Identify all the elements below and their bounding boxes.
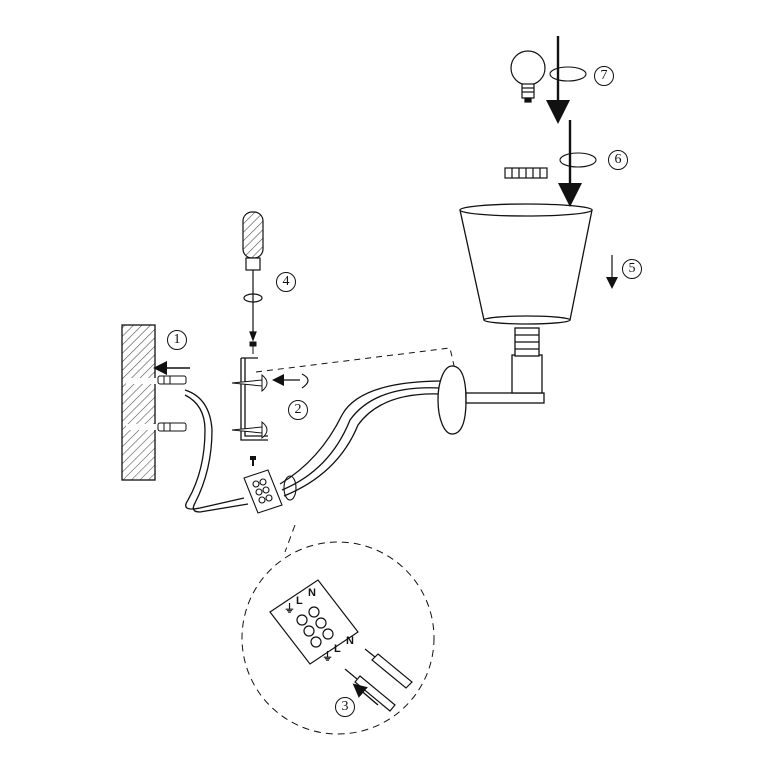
step-7-arrow	[546, 36, 587, 124]
wall	[121, 324, 156, 481]
line-mark: L	[296, 595, 303, 607]
step-5-label: 5	[622, 259, 642, 279]
wire-ends	[344, 648, 413, 712]
step-6-arrow	[558, 120, 597, 207]
earth-mark: ⏚	[322, 650, 333, 663]
power-cables	[184, 380, 441, 513]
step-7-label: 7	[594, 66, 614, 86]
wiring-detail-callout	[241, 524, 435, 735]
screw-icon	[249, 341, 257, 354]
neutral-mark: N	[346, 635, 354, 647]
wall-anchor-icon	[157, 375, 187, 432]
terminal-block-detail	[269, 579, 359, 665]
earth-mark: ⏚	[284, 602, 295, 615]
screw-icon	[231, 373, 268, 440]
light-bulb-icon	[510, 50, 546, 103]
terminal-marks-top: ⏚ L N	[284, 587, 316, 615]
lamp-shade-icon	[459, 203, 593, 325]
screw-icon	[250, 456, 256, 466]
shade-ring	[504, 167, 548, 179]
step-1-label: 1	[167, 330, 187, 350]
alignment-dashed-lines	[255, 347, 456, 373]
line-mark: L	[334, 643, 341, 655]
terminal-marks-bottom: ⏚ L N	[322, 635, 354, 663]
rotation-arrow-icon	[272, 373, 309, 389]
lamp-arm	[437, 327, 545, 435]
step-2-label: 2	[288, 400, 308, 420]
step-6-label: 6	[608, 150, 628, 170]
step-3-label: 3	[335, 697, 355, 717]
neutral-mark: N	[308, 587, 316, 599]
step-3-arrow	[352, 683, 379, 706]
step-4-label: 4	[276, 272, 296, 292]
screwdriver-icon	[242, 211, 264, 342]
terminal-block-icon	[243, 469, 297, 514]
